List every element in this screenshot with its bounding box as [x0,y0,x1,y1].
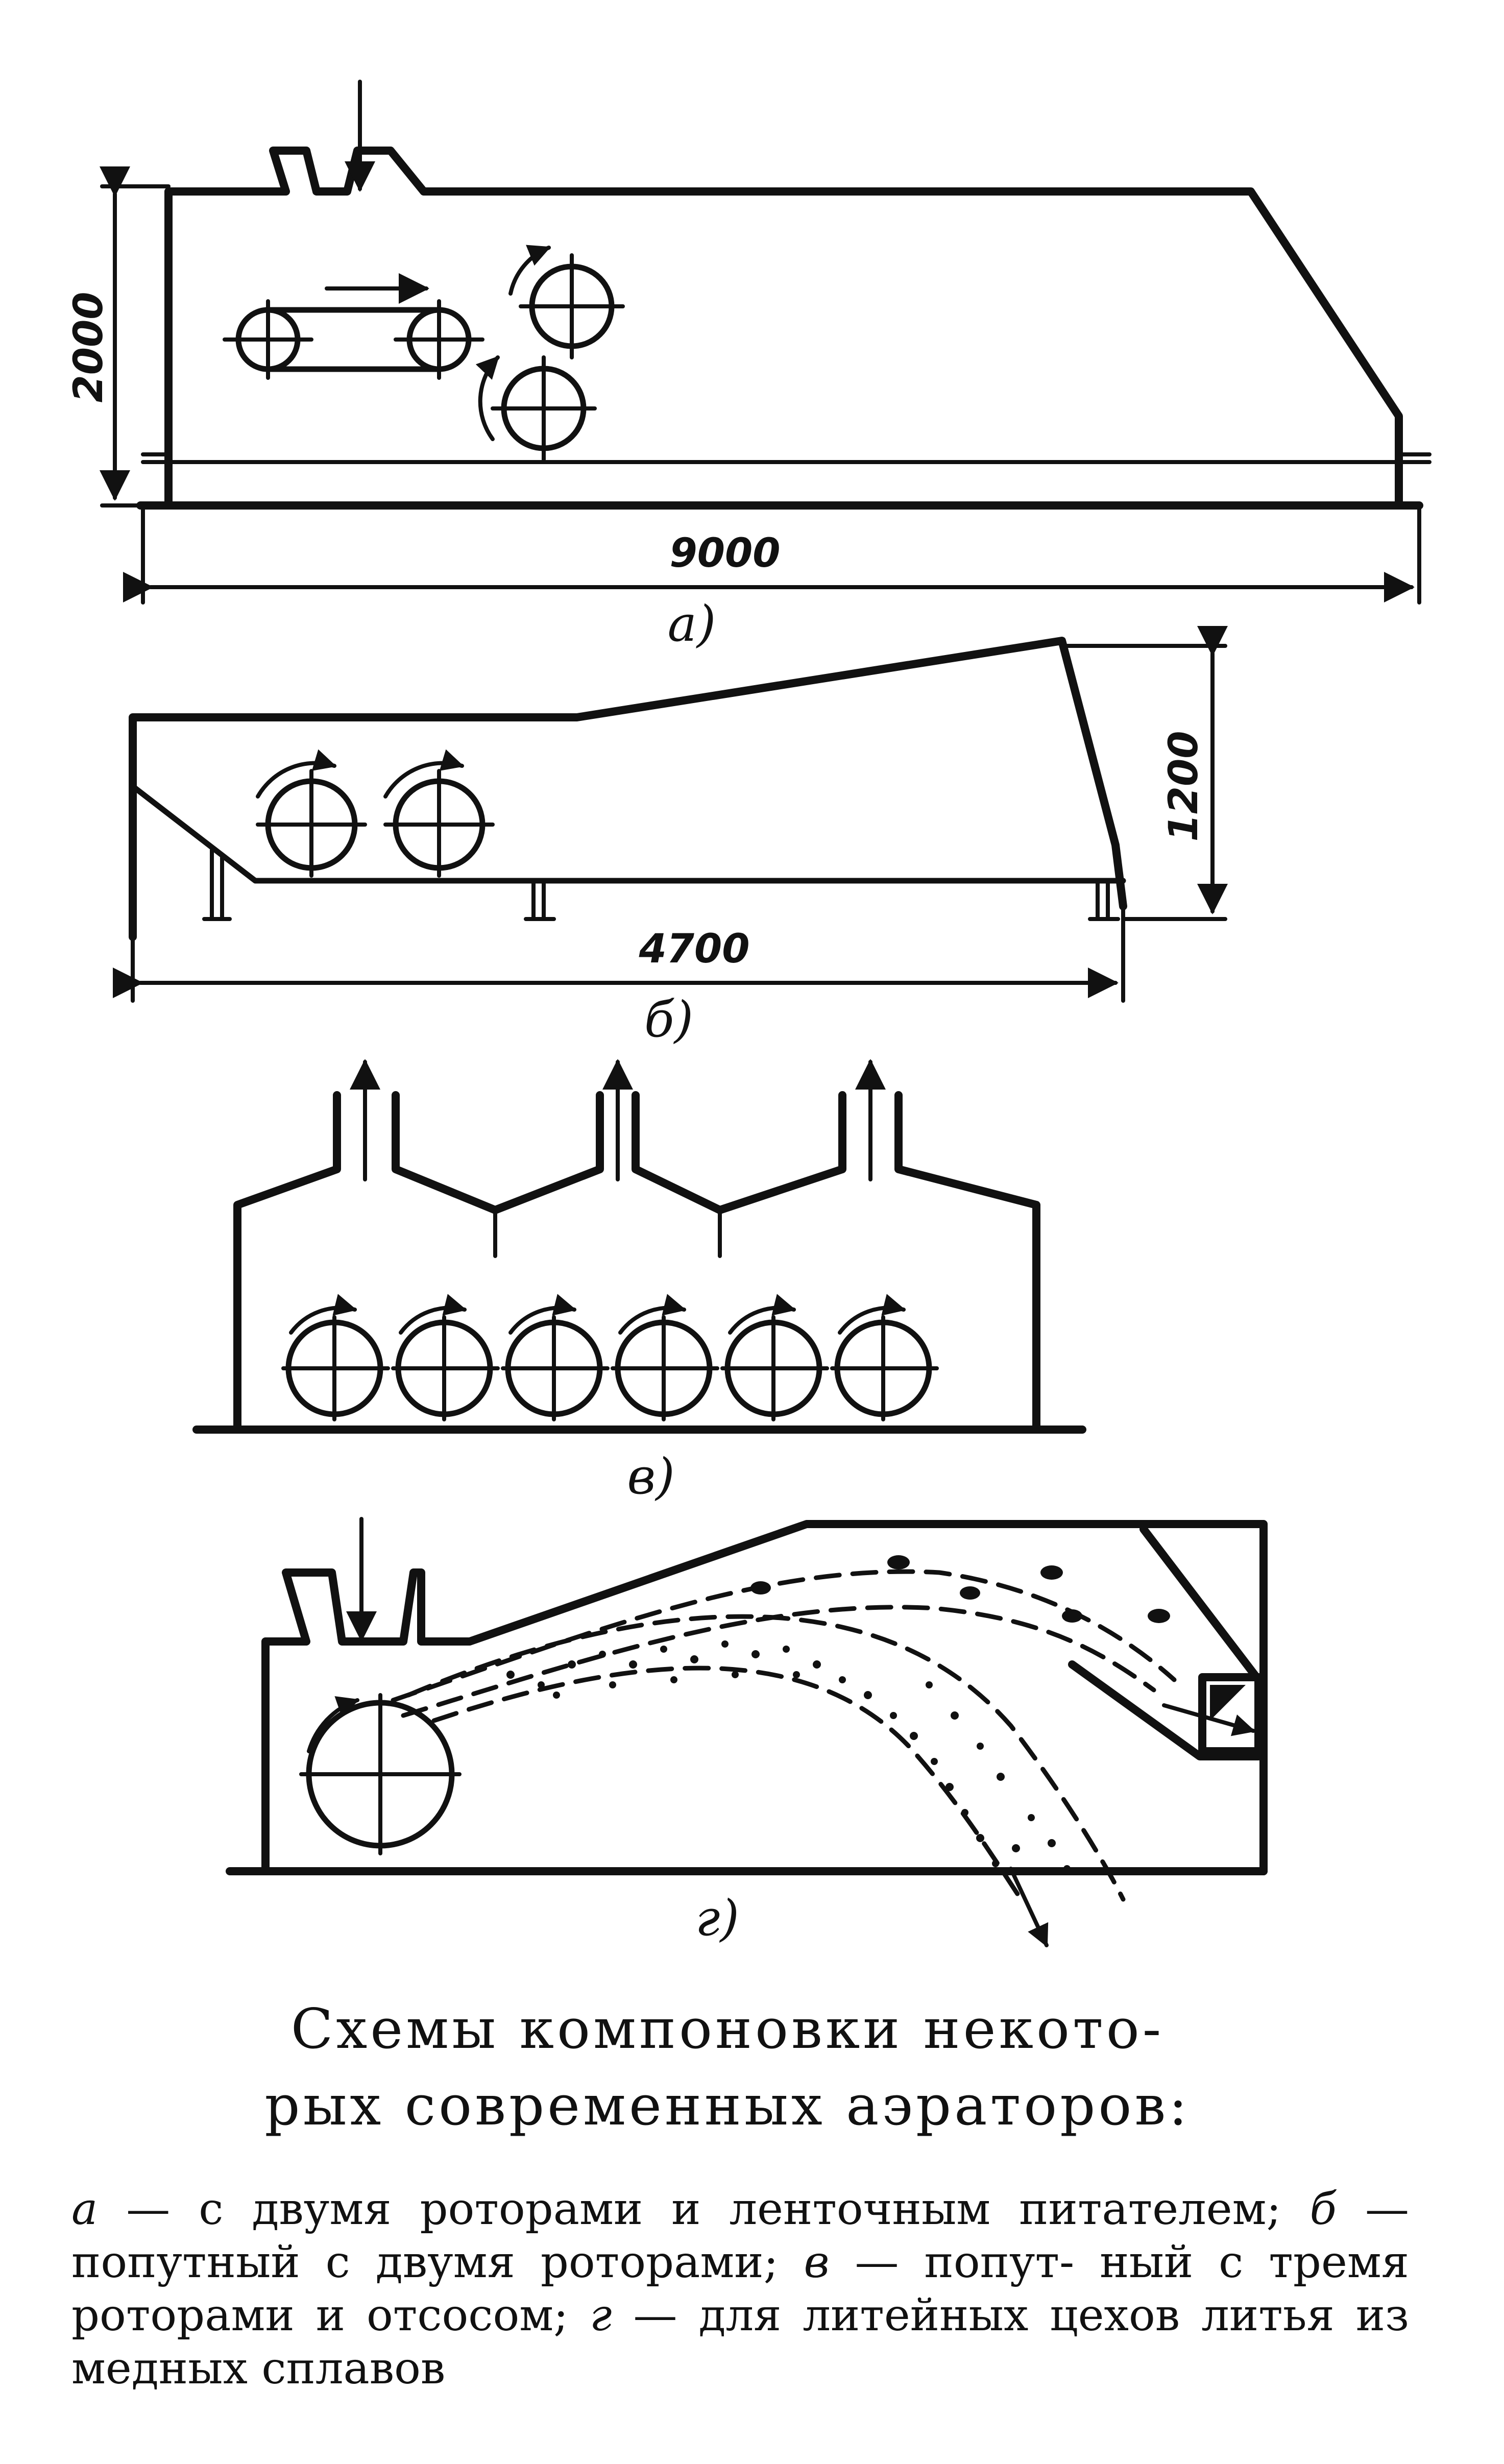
figure-caption-title: Схемы компоновки некото- рых современных… [153,1991,1302,2144]
legend-text-g: для литейных цехов литья из медных сплав… [71,2290,1410,2394]
panel-g-label: г) [695,1890,739,1947]
panel-b-rotor-2 [383,749,495,878]
panel-v-rotor-4 [611,1294,719,1421]
panel-a-width-label: 9000 [669,530,780,576]
panel-a-label: а) [668,595,716,653]
belt-feeder [223,273,484,380]
panel-v-rotor-5 [720,1294,829,1421]
legend-dash-a: — [126,2184,171,2235]
panel-b-label: б) [644,991,693,1048]
legend-text-b: попутный с двумя роторами; [71,2237,779,2288]
panel-a-rotor-upper [508,245,625,359]
panel-v-rotor-3 [501,1294,610,1421]
legend-key-a: а [71,2184,98,2235]
legend-key-g: г [590,2290,612,2341]
panel-a: 2000 9000 а) [66,80,1432,653]
legend-dash-v: — [855,2237,899,2288]
caption-title-line-2: рых современных аэраторов: [264,2074,1191,2138]
panel-g-rotor [299,1693,462,1855]
panel-a-height-label: 2000 [66,292,112,402]
caption-title-line-1: Схемы компоновки некото- [290,1997,1165,2061]
sand-stream [391,1555,1177,1947]
panel-b-height-label: 1200 [1161,731,1207,841]
panel-g: г) [226,1517,1268,1947]
panel-v-rotor-2 [391,1294,500,1421]
legend-key-b: б [1309,2184,1337,2235]
panel-g-housing [261,1520,1268,1875]
panel-b: 1200 4700 б) [113,626,1228,1048]
panel-b-rotor-1 [256,749,367,878]
legend-dash-b: — [1365,2184,1409,2235]
panel-b-housing [129,637,1127,941]
panel-v-housing [233,1091,341,1434]
panel-a-housing [164,147,1403,510]
panel-b-width-label: 4700 [638,926,749,972]
legend-key-v: в [804,2237,830,2288]
panel-a-rotor-lower [475,355,597,462]
legend-dash-g: — [633,2290,677,2341]
panel-v-rotor-1 [281,1294,390,1421]
legend-text-a: с двумя роторами и ленточным питателем; [199,2184,1281,2235]
panel-v-rotor-6 [830,1294,939,1421]
figure-legend: а — с двумя роторами и ленточным питател… [71,2183,1409,2395]
panel-v-label: в) [627,1448,674,1505]
legend-text-v: попут- ный с тремя роторами и отсосом; [71,2237,1409,2341]
panel-v: в) [192,1059,1086,1505]
panel-b-bottom [130,783,1126,884]
